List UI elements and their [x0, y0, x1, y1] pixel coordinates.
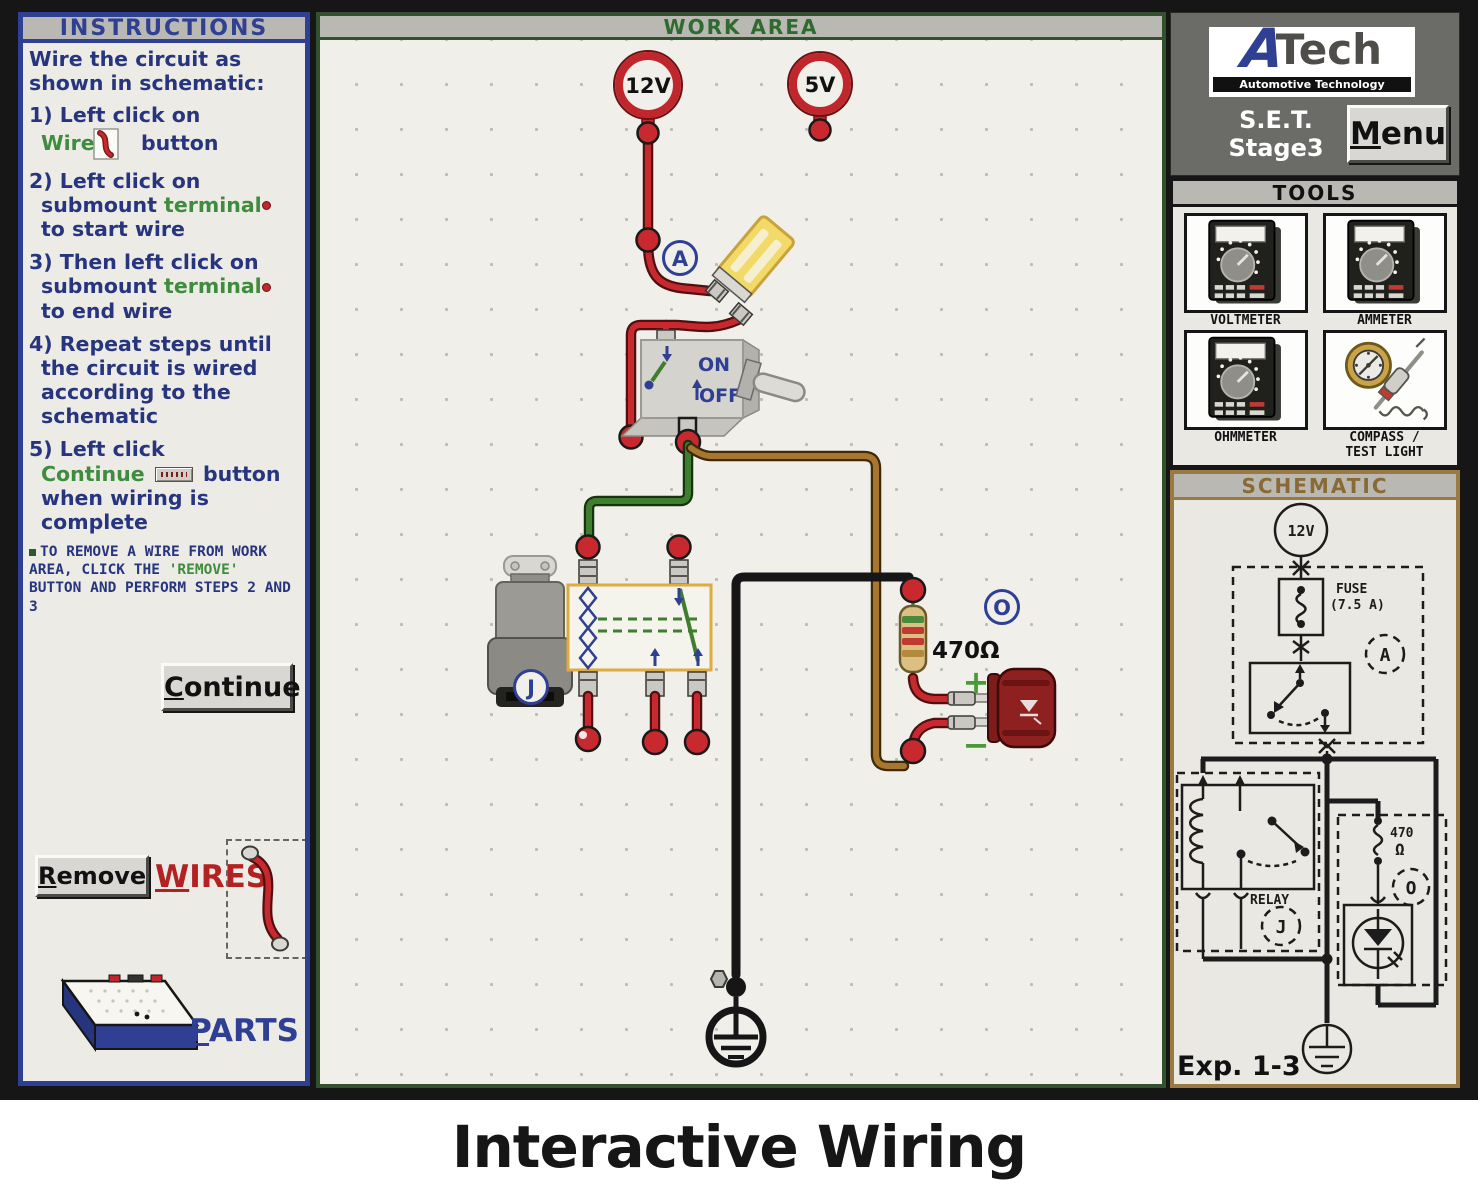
tool-compass-label: COMPASS / TEST LIGHT [1345, 430, 1424, 460]
schematic-panel: SCHEMATIC 12V FUSE (7.5 A) A [1170, 470, 1460, 1088]
tool-ammeter-label: AMMETER [1357, 313, 1412, 328]
fuse[interactable] [704, 215, 796, 327]
instructions-body: Wire the circuit as shown in schematic: … [23, 43, 305, 620]
brand-panel: A Tech Automotive Technology S.E.T. Stag… [1170, 12, 1460, 176]
toggle-switch[interactable]: ON OFF [620, 329, 809, 456]
remove-button[interactable]: Remove [35, 855, 149, 897]
tool-voltmeter-label: VOLTMETER [1210, 313, 1281, 328]
work-area-panel: WORK AREA [316, 12, 1166, 1088]
instruction-step-3: 3) Then left click on submount terminal … [29, 250, 299, 323]
switch-off-label: OFF [699, 385, 741, 407]
page-title: Interactive Wiring [451, 1113, 1027, 1181]
schematic-led-o: O [1406, 878, 1417, 899]
relay-symbol-box[interactable] [566, 534, 713, 756]
schematic-12v-label: 12V [1287, 522, 1314, 540]
source-12v-label: 12V [625, 74, 671, 98]
svg-text:O: O [993, 596, 1011, 620]
stage-label: Stage3 [1228, 133, 1324, 162]
schematic-relay-label: RELAY [1250, 893, 1289, 908]
schematic-header: SCHEMATIC [1174, 474, 1456, 500]
resistor-470[interactable]: 470Ω [898, 576, 1000, 680]
schematic-fuse-label: FUSE [1336, 582, 1367, 597]
tool-voltmeter-button[interactable] [1183, 213, 1308, 313]
tools-panel: TOOLS [1170, 178, 1460, 468]
switch-on-label: ON [698, 354, 730, 376]
ammeter-icon [1339, 217, 1431, 309]
stage-indicator: S.E.T. Stage3 [1211, 106, 1341, 162]
parts-button[interactable]: PARTS [33, 969, 299, 1065]
ground-symbol[interactable] [705, 970, 767, 1068]
wires-label: WIRES [155, 859, 269, 895]
work-area-canvas[interactable]: A ON OFF [320, 40, 1162, 1084]
voltmeter-icon [1200, 217, 1292, 309]
led[interactable]: + − [899, 663, 1057, 765]
source-5v-label: 5V [805, 73, 837, 97]
led-minus-label: − [963, 726, 990, 764]
app-frame: INSTRUCTIONS Wire the circuit as shown i… [0, 0, 1478, 1100]
terminal-dot-icon [261, 282, 271, 292]
logo-a: A [1238, 27, 1288, 80]
svg-text:J: J [525, 676, 535, 700]
experiment-label: Exp. 1-3 [1177, 1051, 1301, 1082]
schematic-ammeter-label: A [1380, 645, 1391, 666]
terminal-dot-icon [261, 201, 271, 211]
note-bullet [29, 549, 36, 557]
compass-test-light-icon [1339, 334, 1431, 426]
wire-brown[interactable] [685, 442, 910, 772]
ohmmeter-icon [1200, 334, 1292, 426]
logo-tagline: Automotive Technology [1213, 77, 1411, 94]
switch-lever[interactable] [735, 358, 809, 413]
atech-logo: A Tech Automotive Technology [1209, 27, 1415, 97]
schematic-canvas: 12V FUSE (7.5 A) A [1175, 502, 1448, 1082]
schematic-resistor-value: 470 [1390, 826, 1414, 841]
instruction-step-4: 4) Repeat steps until the circuit is wir… [29, 331, 272, 429]
schematic-fuse-rating: (7.5 A) [1330, 598, 1385, 613]
power-source-12v[interactable]: 12V [613, 50, 683, 145]
tool-ohmmeter-button[interactable] [1183, 330, 1308, 431]
instructions-intro: Wire the circuit as shown in schematic: [29, 47, 265, 96]
logo-tech: Tech [1275, 27, 1383, 74]
schematic-resistor-unit: Ω [1395, 840, 1405, 859]
ammeter-point-label: A [662, 240, 698, 276]
instruction-step-2: 2) Left click on submount terminal to st… [29, 169, 299, 242]
remove-note: TO REMOVE A WIRE FROM WORK AREA, CLICK T… [29, 544, 291, 615]
parts-label: PARTS [189, 1013, 299, 1049]
work-area-header: WORK AREA [320, 16, 1162, 40]
wire-button-icon [93, 127, 131, 160]
wire-tool-button[interactable] [226, 839, 305, 959]
wire-tool-icon [241, 845, 289, 952]
instruction-step-5: 5) Left click Continue button when wirin… [29, 437, 281, 534]
breadboard-icon [60, 974, 200, 1053]
wire-green[interactable] [583, 439, 694, 542]
tool-ammeter-button[interactable] [1322, 213, 1447, 313]
led-point-label: O [984, 589, 1020, 625]
wire-black[interactable] [731, 572, 914, 980]
instructions-header: INSTRUCTIONS [23, 17, 305, 43]
menu-button[interactable]: Menu [1347, 105, 1449, 163]
tools-header: TOOLS [1173, 181, 1457, 207]
continue-button[interactable]: Continue [161, 663, 301, 711]
power-source-5v[interactable]: 5V [787, 51, 853, 142]
continue-button-icon [154, 467, 193, 483]
tool-compass-test-light-button[interactable] [1322, 330, 1447, 431]
relay-point-label: J [513, 669, 549, 705]
led-plus-label: + [963, 663, 990, 701]
instructions-panel: INSTRUCTIONS Wire the circuit as shown i… [18, 12, 310, 1086]
tool-ohmmeter-label: OHMMETER [1214, 430, 1277, 446]
schematic-relay-j: J [1276, 917, 1287, 938]
resistor-value-label: 470Ω [932, 638, 1000, 664]
set-label: S.E.T. [1239, 106, 1313, 134]
svg-text:A: A [672, 247, 689, 271]
instruction-step-1: 1) Left click on Wire button [29, 103, 299, 160]
